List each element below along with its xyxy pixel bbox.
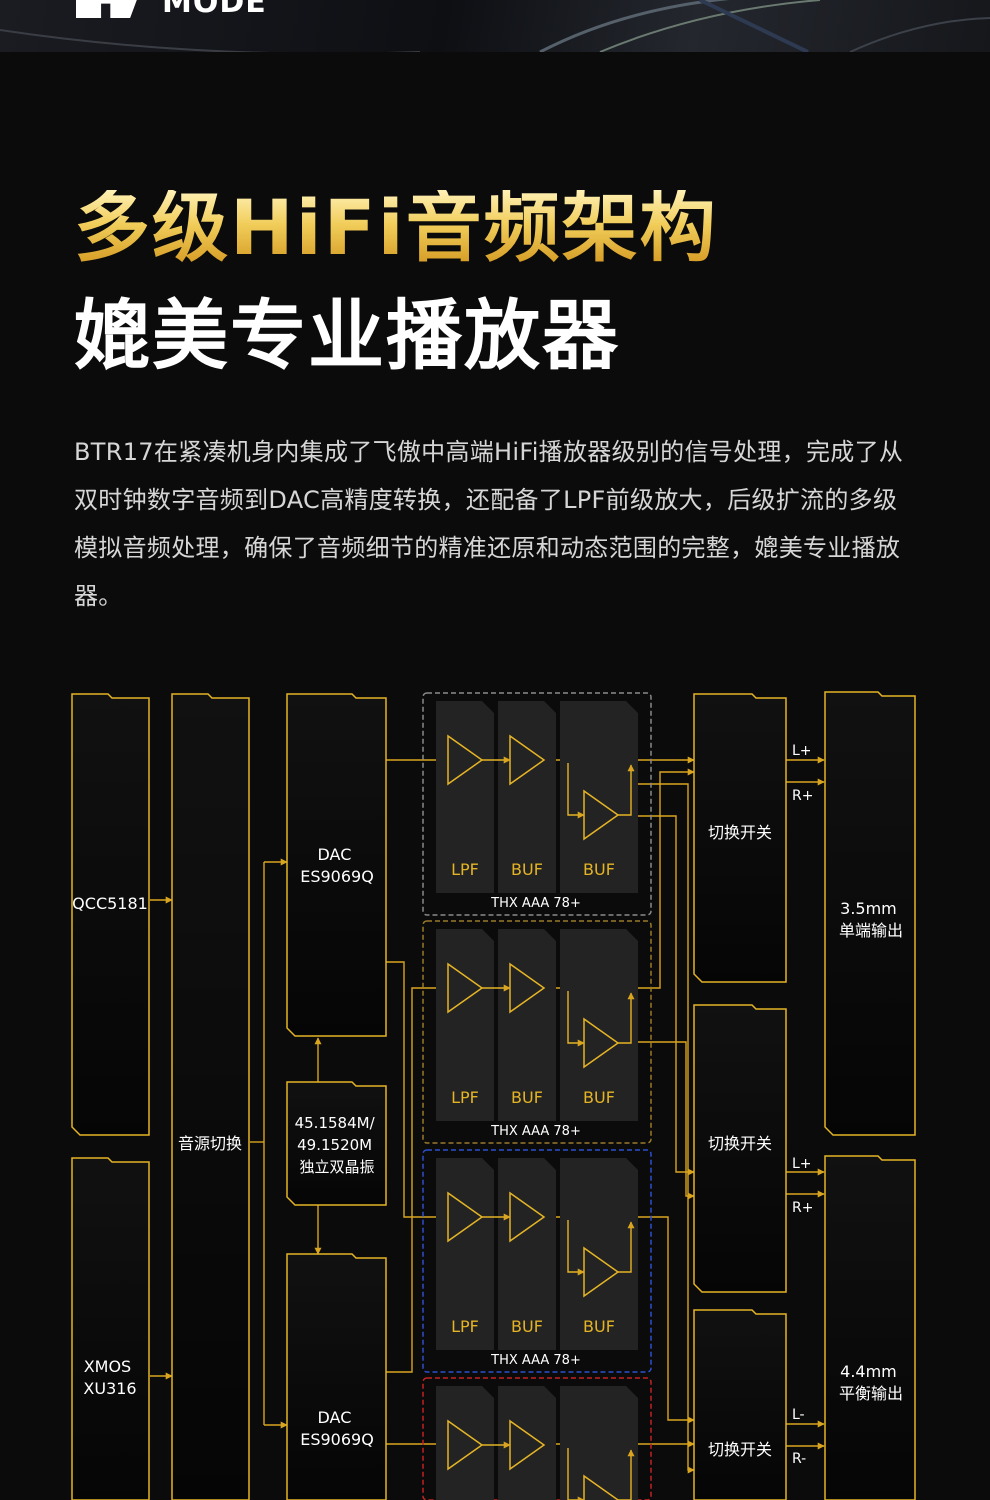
top-banner: MODE xyxy=(0,0,990,52)
amp-internal-link xyxy=(618,1449,635,1500)
output-switch-1-label: 切换开关 xyxy=(708,823,772,842)
xmos-box xyxy=(71,1157,150,1500)
amp-internal-link xyxy=(567,991,585,1047)
output-bal-label: 4.4mm 平衡输出 xyxy=(839,1362,903,1403)
dac-top-label: DAC ES9069Q xyxy=(300,845,374,886)
amp-module-1: LPF BUF BUF THX AAA 78+ xyxy=(422,692,652,916)
amp-stage-panel xyxy=(436,1158,494,1350)
amp-internal-link xyxy=(618,1221,635,1273)
amp-internal-link xyxy=(567,1220,585,1276)
amp-stage-panel xyxy=(498,701,556,893)
brand-logo-text: MODE xyxy=(162,0,267,20)
lpf-triangle xyxy=(447,1191,484,1243)
amp-module-border xyxy=(422,1149,652,1373)
lpf-triangle xyxy=(447,734,484,786)
oscillator-label: 45.1584M/ 49.1520M 独立双晶振 xyxy=(295,1114,380,1176)
amp-module-caption: THX AAA 78+ xyxy=(490,1353,581,1368)
qcc-box xyxy=(71,693,150,1136)
amp-module-caption: THX AAA 78+ xyxy=(490,1124,581,1139)
amp-stage-panel xyxy=(498,929,556,1121)
link-mod4-loop xyxy=(630,783,695,1474)
xmos-label: XMOS XU316 xyxy=(83,1357,136,1398)
channel-label-se-r: R+ xyxy=(792,788,813,804)
amp-stage-panel xyxy=(436,701,494,893)
intro-paragraph: BTR17在紧凑机身内集成了飞傲中高端HiFi播放器级别的信号处理，完成了从双时… xyxy=(74,438,904,610)
amp-stage-panel xyxy=(560,929,638,1121)
amp-stage-label: BUF xyxy=(511,860,543,879)
headline-primary: 多级HiFi音频架构 xyxy=(74,183,718,272)
amp-stage-panel xyxy=(560,1158,638,1350)
oscillator-box xyxy=(286,1081,387,1206)
link-dac-bottom-to-mod3 xyxy=(386,984,447,1373)
amp-internal-link xyxy=(567,763,585,819)
amp-stage-panel xyxy=(436,929,494,1121)
channel-label-bal-rn: R- xyxy=(792,1451,806,1467)
amp-module-border xyxy=(422,920,652,1144)
source-switch-box xyxy=(171,693,250,1500)
link-dac-top-to-mod2 xyxy=(386,961,447,1221)
amp-internal-link xyxy=(618,764,635,816)
amp-stage-label: LPF xyxy=(451,1317,479,1336)
output-switch-3-label: 切换开关 xyxy=(708,1440,772,1459)
output-se-box xyxy=(824,691,916,1136)
dac-bottom-box xyxy=(286,1253,387,1500)
amp-stage-label: BUF xyxy=(583,1088,615,1107)
output-switch-2-label: 切换开关 xyxy=(708,1134,772,1153)
amp-module-border xyxy=(422,1377,652,1500)
link-mod2-out-to-switch2 xyxy=(630,1041,695,1200)
dac-bottom-label: DAC ES9069Q xyxy=(300,1408,374,1449)
amp-stage-label: BUF xyxy=(583,1317,615,1336)
amp-internal-link xyxy=(618,992,635,1044)
channel-label-bal-lp: L+ xyxy=(792,1156,812,1172)
amp-modules: LPF BUF BUF THX AAA 78+ LPF BUF BUF THX AAA 78+… xyxy=(422,692,652,1500)
amp-stage-label: BUF xyxy=(511,1088,543,1107)
amp-module-4 xyxy=(422,1377,652,1500)
amp-stage-panel xyxy=(436,1386,494,1500)
headline-secondary: 媲美专业播放器 xyxy=(74,291,620,380)
output-switch-1-box xyxy=(693,693,787,983)
amp-module-2: LPF BUF BUF THX AAA 78+ xyxy=(422,920,652,1144)
banner-streaks xyxy=(0,0,990,52)
channel-label-se-l: L+ xyxy=(792,743,812,759)
amp-stage-label: BUF xyxy=(511,1317,543,1336)
channel-label-bal-rp: R+ xyxy=(792,1200,813,1216)
buf-triangle xyxy=(583,1474,620,1500)
amp-stage-panel xyxy=(560,1386,638,1500)
output-switch-3-box xyxy=(693,1309,787,1500)
amp-stage-label: LPF xyxy=(451,1088,479,1107)
output-bal-box xyxy=(824,1155,916,1500)
amp-stage-panel xyxy=(498,1386,556,1500)
lpf-triangle xyxy=(447,962,484,1014)
output-se-label: 3.5mm 单端输出 xyxy=(839,899,903,940)
amp-stage-label: BUF xyxy=(583,860,615,879)
source-switch-label: 音源切换 xyxy=(178,1134,242,1153)
amp-stage-panel xyxy=(498,1158,556,1350)
amp-internal-link xyxy=(567,1448,585,1500)
qcc-label: QCC5181 xyxy=(72,894,148,913)
amp-stage-panel xyxy=(560,701,638,893)
channel-label-bal-ln: L- xyxy=(792,1407,805,1423)
output-switch-2-box xyxy=(693,1004,787,1293)
lpf-triangle xyxy=(447,1419,484,1471)
dac-top-box xyxy=(286,693,387,1037)
amp-module-border xyxy=(422,692,652,916)
amp-module-3: LPF BUF BUF THX AAA 78+ xyxy=(422,1149,652,1373)
link-mod1-out-to-switch2 xyxy=(630,815,695,1176)
amp-module-caption: THX AAA 78+ xyxy=(490,896,581,911)
amp-stage-label: LPF xyxy=(451,860,479,879)
